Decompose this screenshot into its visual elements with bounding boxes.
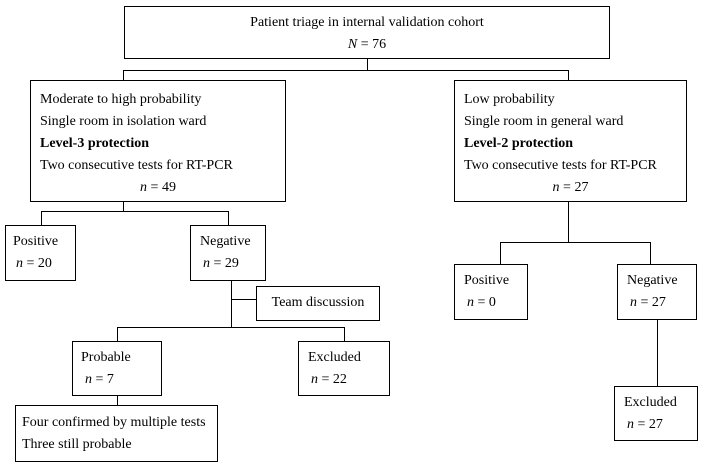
left-group-box: Moderate to high probability Single room… — [30, 80, 286, 202]
connector — [123, 202, 124, 212]
right-positive-count: n = 0 — [467, 295, 496, 310]
left-tests: Two consecutive tests for RT-PCR — [40, 158, 233, 173]
right-count: n = 27 — [552, 180, 589, 195]
connector — [568, 70, 569, 80]
connector — [41, 211, 42, 225]
left-excluded-box: Excluded n = 22 — [298, 341, 390, 396]
right-positive-label: Positive — [464, 273, 510, 288]
right-protection: Level-2 protection — [464, 136, 573, 151]
right-line-1: Low probability — [464, 92, 555, 107]
root-box: Patient triage in internal validation co… — [124, 6, 610, 59]
left-line-1: Moderate to high probability — [40, 92, 202, 107]
right-excluded-box: Excluded n = 27 — [614, 386, 698, 441]
connector — [228, 211, 229, 225]
left-positive-box: Positive n = 20 — [5, 225, 76, 281]
right-positive-box: Positive n = 0 — [454, 264, 528, 320]
right-excluded-count: n = 27 — [627, 417, 663, 432]
connector — [568, 202, 569, 242]
left-protection: Level-3 protection — [40, 136, 149, 151]
left-line-2: Single room in isolation ward — [40, 114, 207, 129]
left-count: n = 49 — [140, 180, 176, 195]
connector — [117, 327, 118, 341]
right-negative-label: Negative — [627, 273, 678, 288]
root-title: Patient triage in internal validation co… — [250, 15, 484, 30]
connector — [657, 320, 658, 386]
left-negative-label: Negative — [200, 234, 251, 249]
left-negative-count: n = 29 — [203, 256, 239, 271]
probable-count: n = 7 — [85, 372, 114, 387]
right-line-2: Single room in general ward — [464, 114, 624, 129]
connector — [500, 242, 651, 243]
outcome-line-1: Four confirmed by multiple tests — [22, 415, 206, 430]
left-excluded-count: n = 22 — [311, 372, 347, 387]
team-discussion-label: Team discussion — [271, 295, 365, 310]
right-negative-count: n = 27 — [630, 295, 666, 310]
probable-outcome-box: Four confirmed by multiple tests Three s… — [15, 405, 218, 462]
probable-label: Probable — [81, 350, 131, 365]
connector — [650, 242, 651, 264]
root-count: N = 76 — [347, 37, 387, 52]
connector — [231, 281, 232, 328]
right-negative-box: Negative n = 27 — [617, 264, 697, 320]
connector — [123, 70, 124, 80]
left-negative-box: Negative n = 29 — [190, 225, 266, 281]
connector — [123, 70, 569, 71]
connector — [117, 327, 345, 328]
right-excluded-label: Excluded — [624, 395, 677, 410]
connector — [367, 59, 368, 70]
left-positive-label: Positive — [13, 234, 59, 249]
connector — [500, 242, 501, 264]
outcome-line-2: Three still probable — [22, 437, 132, 452]
probable-box: Probable n = 7 — [72, 341, 162, 396]
right-group-box: Low probability Single room in general w… — [454, 80, 687, 202]
right-tests: Two consecutive tests for RT-PCR — [464, 158, 657, 173]
connector — [344, 327, 345, 341]
connector — [231, 299, 256, 300]
connector — [41, 211, 228, 212]
team-discussion-box: Team discussion — [256, 286, 380, 321]
connector — [117, 396, 118, 405]
left-positive-count: n = 20 — [16, 256, 52, 271]
left-excluded-label: Excluded — [308, 350, 361, 365]
